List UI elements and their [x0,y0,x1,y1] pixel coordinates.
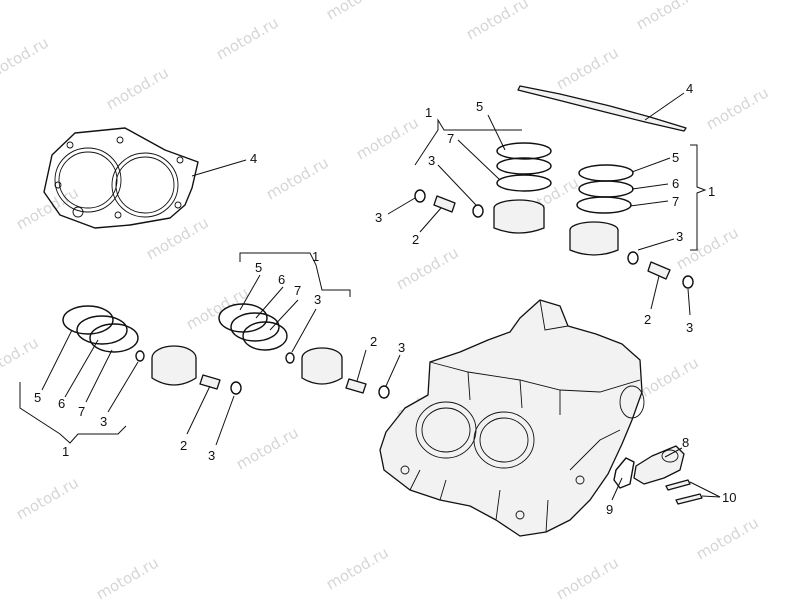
leader-line [107,361,139,413]
watermark: motod.ru [673,223,742,273]
watermark: motod.ru [463,0,532,43]
leader-line [631,183,669,190]
leader-line [457,139,501,181]
callout-3-left-clip: 3 [208,448,215,463]
callout-3-top-left-clip: 3 [375,210,382,225]
fitting-gasket [613,457,635,489]
callout-7-top-left: 7 [447,131,454,146]
leader-line [385,354,401,387]
callout-7-middle: 7 [294,283,301,298]
leader-line [629,200,669,207]
watermark: motod.ru [0,333,42,383]
watermark: motod.ru [13,183,82,233]
callout-5-left: 5 [34,390,41,405]
callout-9-gasket: 9 [606,502,613,517]
callout-3-top-right: 3 [676,229,683,244]
callout-2-top-left: 2 [412,232,419,247]
leader-line [701,495,721,498]
callout-2-left: 2 [180,438,187,453]
watermark: motod.ru [553,43,622,93]
watermark: motod.ru [0,33,52,83]
leader-line [689,481,721,498]
callout-3-top-left: 3 [428,153,435,168]
leader-line [611,477,623,501]
watermark: motod.ru [693,513,762,563]
watermark: motod.ru [213,13,282,63]
fitting-bolts [665,479,703,505]
callout-6-top-right: 6 [672,176,679,191]
callout-1-left: 1 [62,444,69,459]
watermark: motod.ru [633,0,702,33]
callout-3-middle: 3 [314,292,321,307]
callout-5-top-left: 5 [476,99,483,114]
leader-line [664,447,683,458]
leader-line [291,308,317,353]
callout-4-gasket-top: 4 [686,81,693,96]
watermark: motod.ru [93,553,162,600]
callout-6-left: 6 [58,396,65,411]
piston-group-top-right [569,164,694,289]
callout-8-fitting: 8 [682,435,689,450]
water-fitting [633,445,685,485]
callout-4-gasket-left: 4 [250,151,257,166]
leader-line [487,114,506,151]
leader-line [64,339,99,398]
callout-7-left: 7 [78,404,85,419]
leader-line [687,288,691,316]
head-gasket-top [517,85,687,132]
bracket-1-top-left [437,118,522,131]
watermark: motod.ru [553,553,622,600]
callout-7-top-right: 7 [672,194,679,209]
leader-line [356,349,367,382]
callout-1-middle: 1 [312,249,319,264]
watermark: motod.ru [703,83,772,133]
piston-group-top-left [414,142,552,234]
callout-3-top-right-clip: 3 [686,320,693,335]
leader-line [650,275,660,310]
callout-5-middle: 5 [255,260,262,275]
leader-line [631,157,671,173]
watermark: motod.ru [323,543,392,593]
bracket-1-left [19,382,127,444]
watermark: motod.ru [263,153,332,203]
callout-10-bolts: 10 [722,490,736,505]
watermark: motod.ru [323,0,392,23]
callout-2-top-right: 2 [644,312,651,327]
callout-1-top-left: 1 [425,105,432,120]
leader-line [255,286,284,319]
leader-line [85,349,113,403]
leader-line [41,329,73,391]
callout-5-top-right: 5 [672,150,679,165]
callout-3-left: 3 [100,414,107,429]
leader-line [437,164,477,206]
crankcase-block [379,299,645,537]
leader-line [215,395,235,446]
leader-line [269,299,299,331]
watermark-layer: motod.ru motod.ru motod.ru motod.ru moto… [0,0,772,600]
leader-line [414,129,439,166]
piston-group-middle [218,303,390,399]
piston-group-left [62,305,242,395]
leader-line [644,92,685,121]
leader-line [191,159,247,177]
leader-line [239,274,261,311]
leader-line [637,238,675,251]
leader-line [419,207,442,233]
bracket-1-middle [239,252,351,297]
callout-2-middle: 2 [370,334,377,349]
watermark: motod.ru [393,243,462,293]
head-gasket-left [43,127,199,229]
callout-1-top-right: 1 [708,184,715,199]
callout-6-middle: 6 [278,272,285,287]
watermark: motod.ru [103,63,172,113]
watermark: motod.ru [233,423,302,473]
leader-line [186,385,211,435]
watermark: motod.ru [13,473,82,523]
callout-3-middle-clip: 3 [398,340,405,355]
leader-line [387,197,416,215]
watermark: motod.ru [353,113,422,163]
bracket-1-top-right [690,144,707,251]
